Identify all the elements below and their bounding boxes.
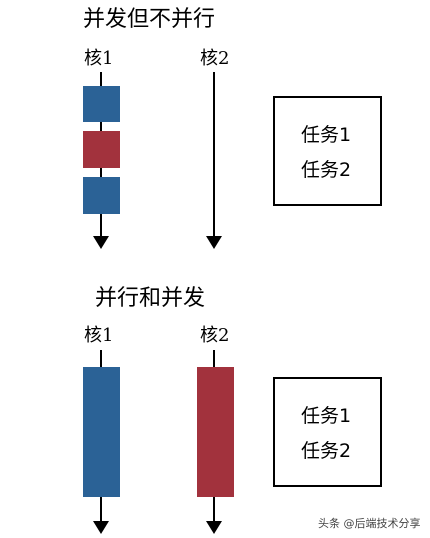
section2-core2-label: 核2 bbox=[200, 325, 229, 346]
section1-legend-box bbox=[273, 96, 382, 206]
section2-core1-task1-block bbox=[83, 367, 120, 497]
section2-core2-arrow bbox=[206, 521, 222, 534]
section2-legend-box bbox=[273, 377, 382, 487]
section1-core1-label: 核1 bbox=[84, 48, 113, 69]
section2-core1-label: 核1 bbox=[84, 325, 113, 346]
section2-core1-arrow bbox=[93, 521, 109, 534]
section1-core2-label: 核2 bbox=[200, 48, 229, 69]
section2-core2-task2-block bbox=[197, 367, 234, 497]
section1-core1-task1-slice bbox=[83, 86, 120, 122]
section1-core2-arrow bbox=[206, 236, 222, 249]
section1-title: 并发但不并行 bbox=[83, 7, 215, 32]
section1-legend-task2: 任务2 bbox=[301, 159, 351, 181]
section1-legend-task1: 任务1 bbox=[301, 124, 351, 146]
section1-core1-task2-slice bbox=[83, 131, 120, 168]
section2-legend-task2: 任务2 bbox=[301, 440, 351, 462]
section2-legend-task1: 任务1 bbox=[301, 405, 351, 427]
watermark: 头条 @后端技术分享 bbox=[318, 516, 421, 530]
section2-title: 并行和并发 bbox=[95, 286, 205, 311]
section1-core1-task1-slice bbox=[83, 177, 120, 214]
section1-core1-arrow bbox=[93, 236, 109, 249]
